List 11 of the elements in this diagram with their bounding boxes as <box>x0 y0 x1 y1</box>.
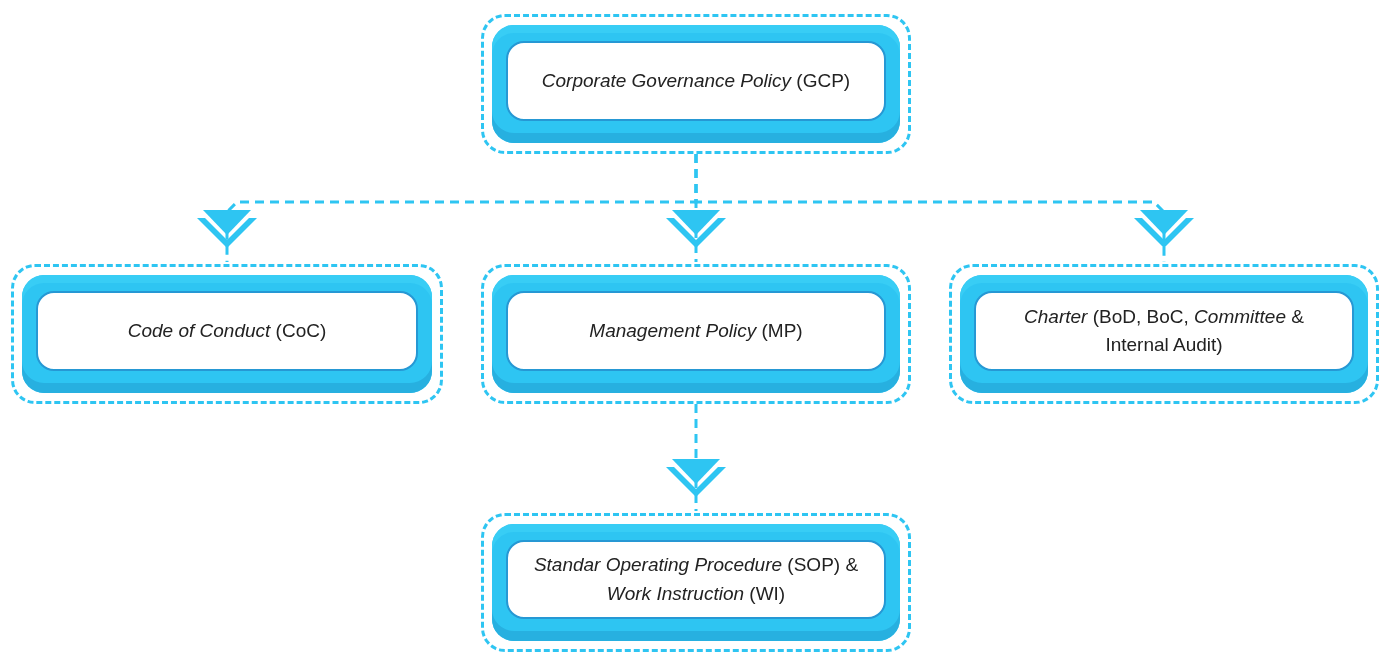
box-label: Corporate Governance Policy (GCP) <box>540 68 852 93</box>
dashed-frame-box <box>949 264 1379 404</box>
dashed-frame-box <box>481 14 911 154</box>
box-label: Management Policy (MP) <box>588 318 804 343</box>
dashed-frame-box <box>481 264 911 404</box>
box-label: Charter (BoD, BoC, Committee & Internal Audit) <box>1023 304 1305 357</box>
dashed-frame-box <box>481 513 911 652</box>
dashed-arrow <box>666 404 726 511</box>
box-label: Standar Operating Procedure (SOP) & Work Instruction (WI) <box>532 553 860 606</box>
box-label: Code of Conduct (CoC) <box>126 318 328 343</box>
dashed-frame-box <box>11 264 443 404</box>
